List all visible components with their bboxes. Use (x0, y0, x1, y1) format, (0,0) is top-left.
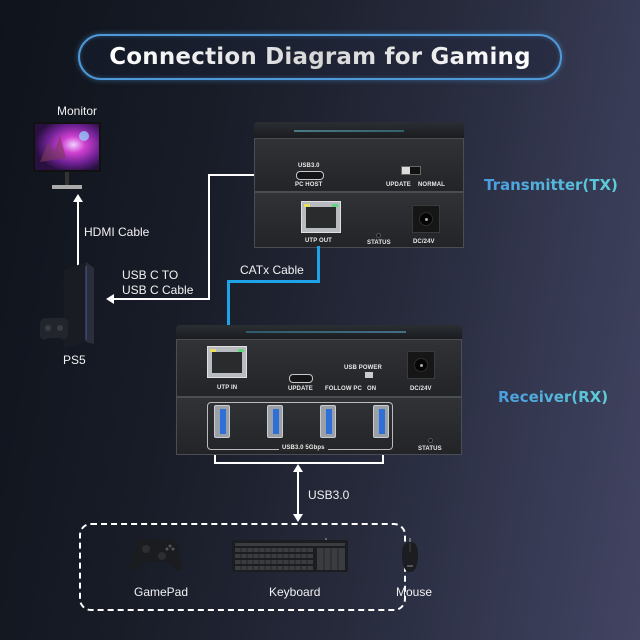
rx-utp-in-port[interactable] (207, 346, 247, 378)
rx-usb-power-switch[interactable] (365, 372, 373, 378)
rx-usb-power-label: USB POWER (344, 365, 382, 371)
usb3-arrow-up-icon (293, 464, 303, 472)
tx-dc-jack[interactable] (412, 205, 440, 233)
rx-dc-jack[interactable] (407, 351, 435, 379)
rx-usb-group-label: USB3.0 5Gbps (279, 445, 328, 451)
receiver-top (176, 325, 462, 339)
ps5-label: PS5 (63, 353, 86, 367)
catx-cable-segment-3 (227, 280, 230, 336)
rx-on-label: ON (367, 386, 377, 392)
mouse-label: Mouse (396, 585, 433, 599)
catx-cable-segment-1 (317, 246, 320, 282)
usb3-label: USB3.0 (308, 488, 350, 502)
tx-dc-label: DC/24V (413, 239, 435, 245)
mouse-icon (401, 538, 419, 574)
usb3-cable-line (297, 470, 299, 516)
usbc-cable-label-1: USB C TO (122, 268, 179, 282)
rx-usb-port-1[interactable] (214, 405, 230, 438)
transmitter-front-panel: USB3.0 PC HOST UPDATE NORMAL (254, 138, 464, 192)
monitor-icon (32, 122, 102, 196)
tx-normal-label: NORMAL (418, 182, 445, 188)
receiver-rear-panel: UTP IN UPDATE USB POWER FOLLOW PC ON DC/… (176, 339, 462, 397)
catx-cable-segment-2 (227, 280, 320, 283)
tx-mode-switch[interactable] (401, 166, 421, 175)
keyboard-label: Keyboard (269, 585, 321, 599)
rx-update-port[interactable] (289, 374, 313, 383)
receiver-front-panel: USB3.0 5Gbps STATUS (176, 397, 462, 455)
tx-update-label: UPDATE (386, 182, 411, 188)
usbc-cable-vertical (208, 174, 210, 300)
transmitter-top (254, 122, 464, 138)
rx-usb-port-3[interactable] (320, 405, 336, 438)
rx-usb-port-2[interactable] (267, 405, 283, 438)
rx-dc-label: DC/24V (410, 386, 432, 392)
receiver-label: Receiver(RX) (498, 388, 609, 406)
rx-follow-pc-label: FOLLOW PC (325, 386, 362, 392)
usb-bracket (214, 455, 384, 464)
tx-usb-label: USB3.0 (298, 163, 320, 169)
title-banner: Connection Diagram for Gaming (78, 34, 562, 80)
hdmi-cable-label: HDMI Cable (84, 225, 150, 239)
rx-status-label: STATUS (418, 446, 442, 452)
tx-status-label: STATUS (367, 240, 391, 246)
rx-usb-group-frame (207, 402, 393, 450)
tx-status-led (376, 233, 381, 238)
hdmi-cable-line (77, 200, 79, 268)
transmitter-label: Transmitter(TX) (484, 176, 618, 194)
usbc-cable-label-2: USB C Cable (122, 283, 194, 297)
rx-update-label: UPDATE (288, 386, 313, 392)
keyboard-icon (232, 538, 348, 572)
gamepad-icon (128, 536, 184, 574)
catx-cable-label: CATx Cable (240, 263, 304, 277)
page-title: Connection Diagram for Gaming (109, 44, 531, 70)
rx-status-led (428, 438, 433, 443)
tx-pc-host-label: PC HOST (295, 182, 323, 188)
monitor-label: Monitor (57, 104, 98, 118)
ps5-console-icon (36, 262, 106, 352)
tx-utp-out-port[interactable] (301, 201, 341, 233)
gamepad-label: GamePad (134, 585, 189, 599)
usbc-arrow-left-icon (106, 294, 114, 304)
usbc-cable-top (210, 174, 268, 176)
rx-utp-in-label: UTP IN (217, 385, 238, 391)
tx-utp-out-label: UTP OUT (305, 238, 332, 244)
rx-usb-port-4[interactable] (373, 405, 389, 438)
hdmi-arrow-up-icon (73, 194, 83, 202)
transmitter-rear-panel: UTP OUT STATUS DC/24V (254, 192, 464, 248)
tx-pc-host-port[interactable] (296, 171, 324, 180)
usb3-arrow-down-icon (293, 514, 303, 522)
usbc-cable-bottom (114, 298, 210, 300)
